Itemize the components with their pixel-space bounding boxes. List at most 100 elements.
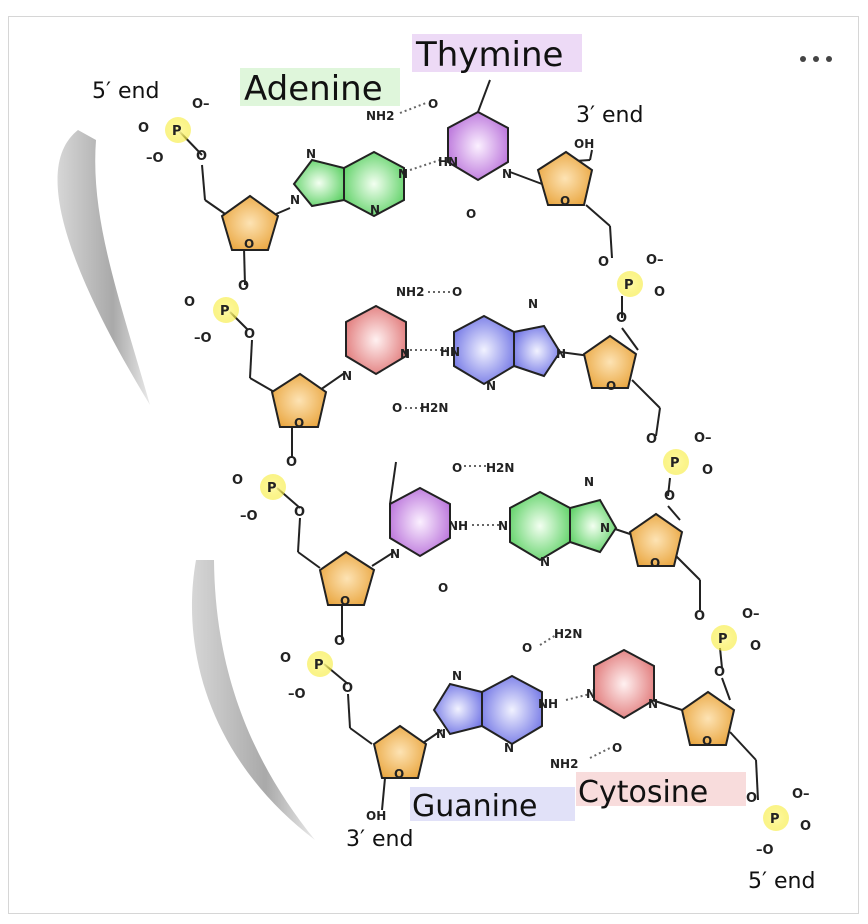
svg-text:NH: NH [538,697,558,711]
svg-text:O: O [340,594,350,608]
helix-arc-bottom [191,560,315,840]
thymine-label: Thymine [415,35,563,75]
svg-text:O: O [714,665,725,680]
svg-text:–O: –O [288,687,306,702]
base-adenine-3 [509,490,618,562]
svg-text:P: P [220,304,230,319]
svg-text:NH: NH [448,519,468,533]
svg-text:HN: HN [440,345,460,359]
svg-text:O–: O– [192,97,210,112]
svg-text:O: O [702,463,713,478]
base-cytosine-2 [345,304,407,376]
svg-text:O: O [280,651,291,666]
svg-text:O: O [452,285,462,299]
svg-text:O: O [196,149,207,164]
svg-text:O: O [746,791,757,806]
sugar-7 [372,724,428,779]
svg-text:N: N [498,519,508,533]
cytosine-label: Cytosine [578,775,708,810]
svg-text:N: N [502,167,512,181]
svg-text:O: O [560,194,570,208]
svg-text:H2N: H2N [420,401,448,415]
svg-text:OH: OH [366,809,386,823]
adenine-label: Adenine [244,69,383,109]
svg-text:N: N [306,147,316,161]
five-prime-end-bottom-label: 5′ end [748,869,815,894]
svg-text:O: O [392,401,402,415]
svg-text:O: O [184,295,195,310]
svg-text:P: P [314,658,324,673]
svg-text:HN: HN [438,155,458,169]
svg-text:P: P [718,632,728,647]
svg-text:O: O [452,461,462,475]
guanine-label: Guanine [412,789,537,824]
svg-text:O: O [428,97,438,111]
hydrogen-bonds [399,102,611,759]
svg-text:N: N [390,547,400,561]
svg-text:N: N [436,727,446,741]
sugar-2 [536,150,594,206]
svg-text:O: O [286,455,297,470]
svg-text:O: O [466,207,476,221]
svg-text:O: O [238,279,249,294]
svg-text:N: N [586,687,596,701]
svg-text:O: O [294,505,305,520]
svg-text:N: N [648,697,658,711]
svg-text:O: O [232,473,243,488]
svg-text:N: N [370,203,380,217]
svg-text:O: O [654,285,665,300]
more-dot [826,56,832,62]
svg-text:O: O [334,634,345,649]
more-options-button[interactable] [794,44,838,72]
svg-text:N: N [504,741,514,755]
three-prime-end-bottom-label: 3′ end [346,827,413,852]
svg-text:O: O [612,741,622,755]
phosphate-groups: P O O– –O O P O O –O O P O O –O O P O O … [138,97,811,858]
svg-text:N: N [342,369,352,383]
svg-text:N: N [452,669,462,683]
cytosine-label-highlight [576,772,746,806]
svg-text:–O: –O [194,331,212,346]
svg-text:N: N [486,379,496,393]
svg-text:O: O [342,681,353,696]
svg-text:O–: O– [742,607,760,622]
svg-text:P: P [267,481,277,496]
sugar-6 [628,512,684,567]
svg-text:NH2: NH2 [550,757,578,771]
svg-text:N: N [528,297,538,311]
base-atom-labels: NH2 N N N N O HN N O NH2 N N O O HN N H2… [290,97,658,823]
sugar-8 [680,690,736,746]
base-adenine-1 [292,150,405,218]
svg-text:O: O [702,734,712,748]
svg-text:O: O [616,311,627,326]
svg-text:N: N [584,475,594,489]
thymine-label-highlight [412,34,582,72]
svg-text:O: O [244,327,255,342]
svg-text:NH2: NH2 [366,109,394,123]
svg-text:P: P [770,812,780,827]
three-prime-end-top-label: 3′ end [576,103,643,128]
svg-text:O: O [750,639,761,654]
image-frame [8,16,859,914]
svg-text:H2N: H2N [554,627,582,641]
base-guanine-2 [453,314,562,386]
svg-text:O: O [394,767,404,781]
svg-text:O: O [294,416,304,430]
sugars [220,150,736,779]
sugar-4 [582,334,638,389]
svg-text:–O: –O [756,843,774,858]
base-thymine-1 [447,79,509,182]
svg-text:O–: O– [646,253,664,268]
guanine-label-highlight [410,787,575,821]
svg-text:O–: O– [694,431,712,446]
svg-text:H2N: H2N [486,461,514,475]
sugar-ring-oxygens: O O O O O O O O [244,194,712,781]
svg-text:O: O [800,819,811,834]
svg-text:N: N [290,193,300,207]
svg-text:O: O [694,609,705,624]
helix-arc-top [57,130,150,405]
svg-text:N: N [398,167,408,181]
svg-text:N: N [540,555,550,569]
svg-text:P: P [172,124,182,139]
